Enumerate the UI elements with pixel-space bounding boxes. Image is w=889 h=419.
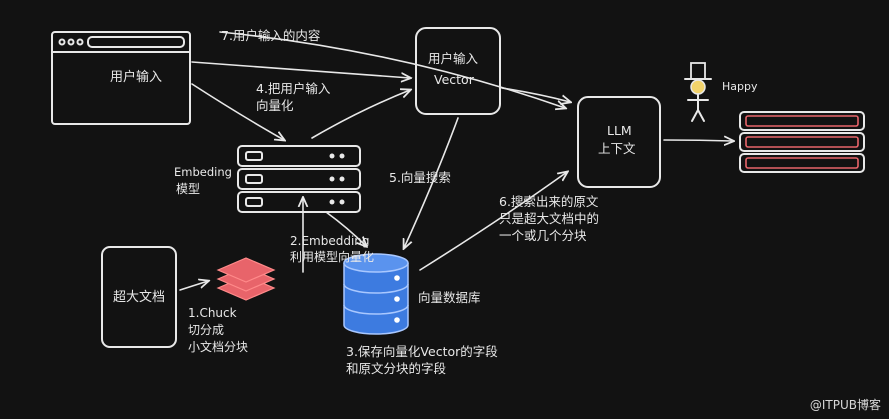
- vector-box-label-line2: Vector: [434, 72, 475, 87]
- vector-db-label: 向量数据库: [418, 290, 481, 305]
- step1-label-line3: 小文档分块: [188, 339, 248, 354]
- step4-label-line2: 向量化: [256, 98, 294, 113]
- chunk-stack-icon: [216, 257, 276, 301]
- step1-label-line1: 1.Chuck: [188, 306, 237, 320]
- step6-label-line3: 一个或几个分块: [499, 228, 587, 243]
- step3-label-line1: 3.保存向量化Vector的字段: [346, 344, 498, 359]
- arrow-doc-to-chunks: [179, 281, 208, 291]
- output-server-stack: [739, 111, 865, 173]
- happy-label: Happy: [722, 80, 758, 93]
- llm-label-line1: LLM: [607, 123, 632, 138]
- embedding-label-line2: 模型: [176, 182, 200, 196]
- step4-label-line1: 4.把用户输入: [256, 81, 331, 96]
- arrow-vector-to-llm: [501, 87, 570, 102]
- step2-label-line2: 利用模型向量化: [290, 249, 374, 264]
- happy-figure-icon: [684, 62, 712, 122]
- window-dot-icon: [67, 38, 75, 46]
- arrow-step7: [219, 31, 565, 108]
- big-document-box: 超大文档: [101, 246, 177, 348]
- arrow-llm-to-output: [663, 140, 733, 141]
- step6-label-line2: 只是超大文档中的: [499, 211, 599, 226]
- arrow-step6-db-to-llm: [419, 172, 567, 271]
- embedding-model-stack: [237, 145, 361, 213]
- window-dot-icon: [58, 38, 66, 46]
- arrow-input-to-embedding: [191, 83, 284, 140]
- step1-label-line2: 切分成: [188, 323, 224, 337]
- embedding-label-line1: Embeding: [174, 165, 232, 179]
- user-input-window: 用户输入: [51, 31, 191, 125]
- step7-label: 7.用户输入的内容: [221, 28, 320, 43]
- watermark-label: @ITPUB博客: [810, 397, 881, 412]
- arrow-embedding-to-vector: [311, 90, 410, 139]
- vector-database-icon: [343, 253, 409, 335]
- user-input-vector-box: 用户输入 Vector: [415, 27, 501, 115]
- step3-label-line2: 和原文分块的字段: [346, 361, 446, 376]
- llm-label-line2: 上下文: [598, 141, 636, 156]
- arrow-input-to-vector: [191, 61, 410, 78]
- step5-label: 5.向量搜索: [389, 170, 451, 185]
- user-input-label: 用户输入: [110, 69, 162, 85]
- vector-box-label-line1: 用户输入: [428, 51, 479, 66]
- address-bar: [87, 36, 185, 48]
- llm-context-box: LLM 上下文: [577, 96, 661, 188]
- arrow-embedding-to-db: [325, 211, 366, 246]
- step2-label-line1: 2.Embedding: [290, 234, 370, 248]
- step6-label-line1: 6.搜索出来的原文: [499, 194, 599, 209]
- arrow-step5-vector-search: [404, 117, 459, 248]
- big-doc-label: 超大文档: [113, 290, 165, 305]
- window-dot-icon: [76, 38, 84, 46]
